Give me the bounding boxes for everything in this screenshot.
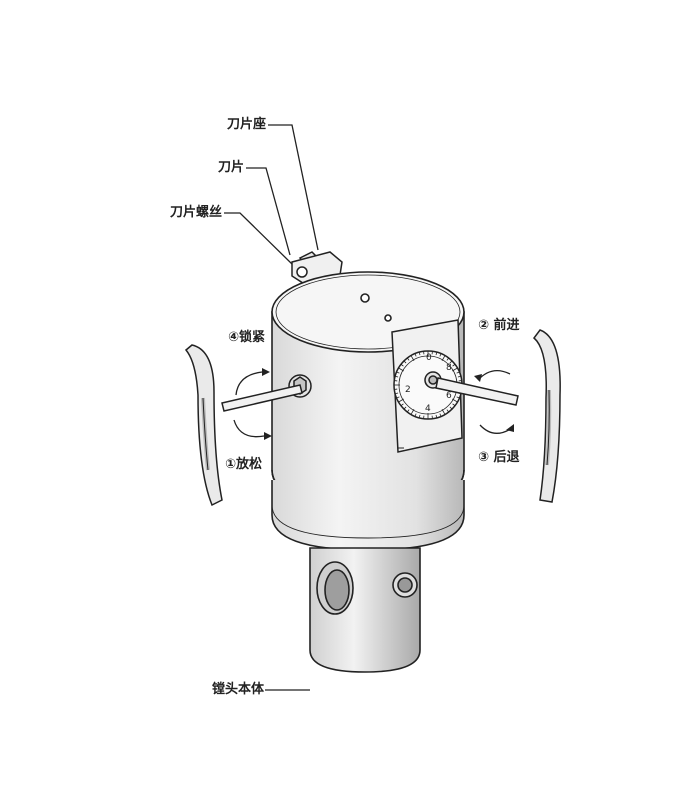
dial-tick xyxy=(414,413,417,417)
label-body: 镗头本体 xyxy=(211,682,264,697)
dial-tick xyxy=(418,352,421,356)
dial-tick xyxy=(452,398,458,403)
dial-marks: 0 8 6 4 2 xyxy=(405,353,452,414)
blade-screw xyxy=(296,266,308,278)
label-backward: ③ 后退 xyxy=(478,450,520,465)
dial-tick xyxy=(406,409,410,413)
dial-tick xyxy=(403,360,407,364)
label-blade: 刀片 xyxy=(217,160,244,175)
dial-tick xyxy=(410,355,415,361)
left-rotation-arrows xyxy=(233,368,272,440)
dial-tick xyxy=(441,409,446,415)
right-rotation-arrows xyxy=(474,369,514,434)
dial-tick xyxy=(403,406,407,410)
left-t-wrench xyxy=(184,344,303,507)
dial-tick xyxy=(439,353,442,357)
dial-block xyxy=(391,319,463,453)
dial-tick xyxy=(457,375,461,378)
dial-tick xyxy=(435,414,438,418)
label-blade-screw: 刀片螺丝 xyxy=(169,205,222,220)
dial-tick xyxy=(418,414,421,418)
dial-mark-8: 8 xyxy=(446,363,452,373)
dial-tick xyxy=(449,360,453,364)
dial-mark-6: 6 xyxy=(446,391,452,401)
dial-mark-4: 4 xyxy=(425,404,431,414)
label-blade-seat: 刀片座 xyxy=(226,117,266,132)
dial-tick xyxy=(441,355,446,361)
dial-mark-0: 0 xyxy=(426,353,432,363)
dial-tick xyxy=(398,367,404,372)
dial-tick xyxy=(400,363,404,367)
dial-tick xyxy=(456,371,460,374)
right-t-wrench xyxy=(435,329,561,503)
dial-tick xyxy=(396,371,400,374)
dial-tick xyxy=(452,363,456,367)
dial-tick xyxy=(439,413,442,417)
dial-tick xyxy=(446,357,450,361)
label-loosen: ①放松 xyxy=(225,457,263,472)
dial-tick xyxy=(449,406,453,410)
label-lock: ④锁紧 xyxy=(228,330,266,345)
dial-tick xyxy=(452,403,456,407)
dial-tick xyxy=(456,396,460,399)
dial-mark-2: 2 xyxy=(405,385,411,395)
dial-tick xyxy=(395,375,399,378)
dial-tick xyxy=(452,367,458,372)
shank xyxy=(309,547,421,673)
label-forward: ② 前进 xyxy=(478,318,520,333)
dial-tick xyxy=(406,357,410,361)
dial-tick xyxy=(395,392,399,395)
leader-lines xyxy=(224,124,319,691)
dial-tick xyxy=(400,403,404,407)
dial-tick xyxy=(398,398,404,403)
dial-tick xyxy=(396,396,400,399)
dial-tick xyxy=(414,353,417,357)
dial-tick xyxy=(410,409,415,415)
dial-tick xyxy=(435,352,438,356)
dial-tick xyxy=(446,409,450,413)
